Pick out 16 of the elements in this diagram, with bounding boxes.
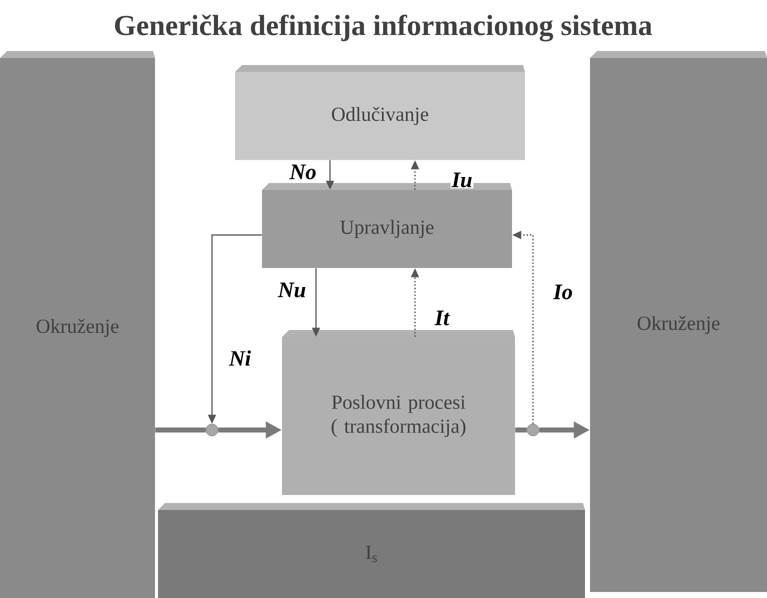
edge-label: Iu	[450, 172, 474, 188]
block-box: I$_{s}$	[158, 503, 585, 598]
edge-label: Ni	[228, 349, 252, 367]
edge-label: No	[288, 164, 318, 180]
connector-line	[515, 428, 527, 432]
junction-circle	[206, 424, 218, 436]
edge-label: It	[434, 310, 450, 326]
edge-label: Nu	[276, 282, 308, 298]
connector-line	[155, 428, 206, 432]
block-box: Poslovni procesi ( transformacija)	[282, 330, 515, 495]
block-box: Odlučivanje	[235, 65, 525, 160]
block-box: Okruženje	[590, 51, 767, 592]
junction-circle	[526, 424, 540, 436]
block-box: Okruženje	[0, 51, 155, 598]
edge-label: Io	[552, 284, 574, 300]
title: Generička definicija informacionog sistema	[115, 14, 652, 42]
